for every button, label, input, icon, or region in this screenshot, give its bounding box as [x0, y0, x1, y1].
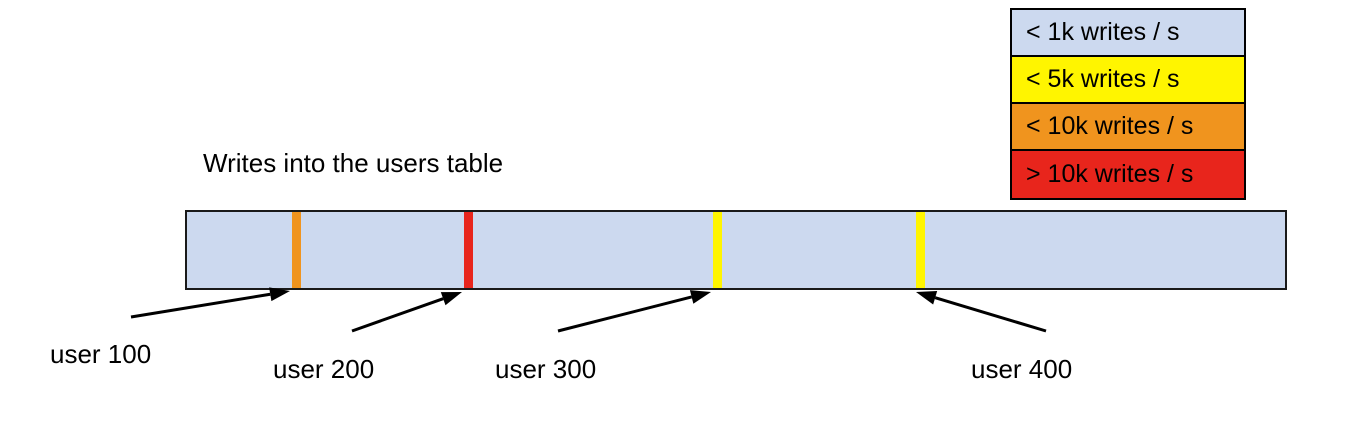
legend-row-0: < 1k writes / s [1012, 10, 1244, 57]
callout-label-user-300: user 300 [495, 354, 597, 384]
legend-row-2: < 10k writes / s [1012, 104, 1244, 151]
arrow-line-user-200 [351, 297, 444, 333]
arrow-line-user-100 [130, 292, 271, 319]
arrow-line-user-400 [934, 296, 1047, 333]
legend-row-1: < 5k writes / s [1012, 57, 1244, 104]
callout-label-user-400: user 400 [971, 354, 1073, 384]
legend-row-3: > 10k writes / s [1012, 151, 1244, 198]
user-200-marker [464, 212, 473, 288]
arrow-head-user-200 [440, 292, 462, 306]
user-300-marker [713, 212, 722, 288]
chart-title: Writes into the users table [203, 148, 504, 178]
callout-label-user-100: user 100 [50, 339, 152, 369]
legend-label-3: > 10k writes / s [1026, 160, 1194, 188]
arrow-head-user-300 [689, 290, 711, 304]
users-table-bar [185, 210, 1287, 290]
arrow-line-user-300 [557, 295, 692, 333]
arrow-head-user-400 [916, 291, 938, 305]
legend: < 1k writes / s < 5k writes / s < 10k wr… [1010, 8, 1246, 200]
legend-label-0: < 1k writes / s [1026, 18, 1180, 46]
legend-label-2: < 10k writes / s [1026, 112, 1194, 140]
legend-label-1: < 5k writes / s [1026, 65, 1180, 93]
callout-label-user-200: user 200 [273, 354, 375, 384]
user-400-marker [916, 212, 925, 288]
user-100-marker [292, 212, 301, 288]
